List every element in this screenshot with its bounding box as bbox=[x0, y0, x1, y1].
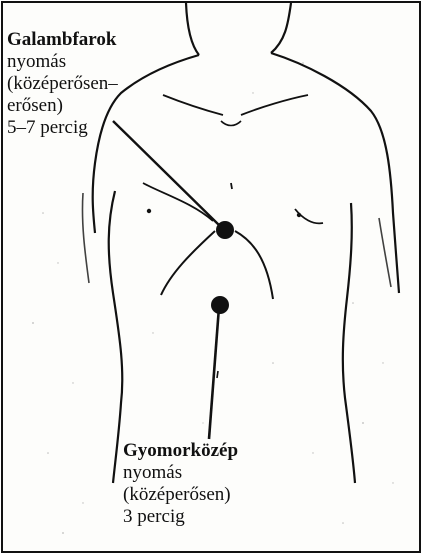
nipple-left bbox=[147, 209, 151, 213]
torso-right-outline bbox=[343, 203, 355, 483]
annotation-dovetail-duration: 5–7 percig bbox=[7, 117, 118, 139]
arm-left-inner bbox=[82, 193, 89, 283]
collarbone-right bbox=[241, 95, 308, 115]
annotation-stomach-line2: (középerősen) bbox=[123, 484, 238, 506]
pressure-point-stomach bbox=[211, 296, 229, 314]
neck-left-outline bbox=[186, 3, 199, 55]
nipple-right bbox=[297, 213, 301, 217]
annotation-dovetail-line3: erősen) bbox=[7, 95, 118, 117]
shoulder-right-outline bbox=[271, 53, 399, 293]
abdomen-mark bbox=[217, 371, 218, 378]
annotation-stomach-duration: 3 percig bbox=[123, 506, 238, 528]
leader-line-dovetail bbox=[113, 121, 221, 227]
annotation-stomach-title: Gyomorközép bbox=[123, 440, 238, 462]
collarbone-left bbox=[163, 95, 223, 115]
annotation-dovetail-line1: nyomás bbox=[7, 51, 118, 73]
ribcage-left bbox=[161, 231, 215, 295]
pectoral-left bbox=[143, 183, 213, 221]
ribcage-right bbox=[235, 231, 273, 299]
sternum-mark bbox=[231, 183, 232, 189]
annotation-stomach-center: Gyomorközép nyomás (középerősen) 3 perci… bbox=[123, 440, 238, 528]
annotation-dovetail-line2: (középerősen– bbox=[7, 73, 118, 95]
annotation-stomach-line1: nyomás bbox=[123, 462, 238, 484]
annotation-dovetail-title: Galambfarok bbox=[7, 29, 118, 51]
arm-right-inner bbox=[379, 218, 391, 287]
sternal-notch bbox=[221, 121, 241, 126]
annotation-dovetail: Galambfarok nyomás (középerősen– erősen)… bbox=[7, 29, 118, 139]
torso-left-outline bbox=[109, 191, 123, 483]
neck-right-outline bbox=[271, 3, 291, 53]
